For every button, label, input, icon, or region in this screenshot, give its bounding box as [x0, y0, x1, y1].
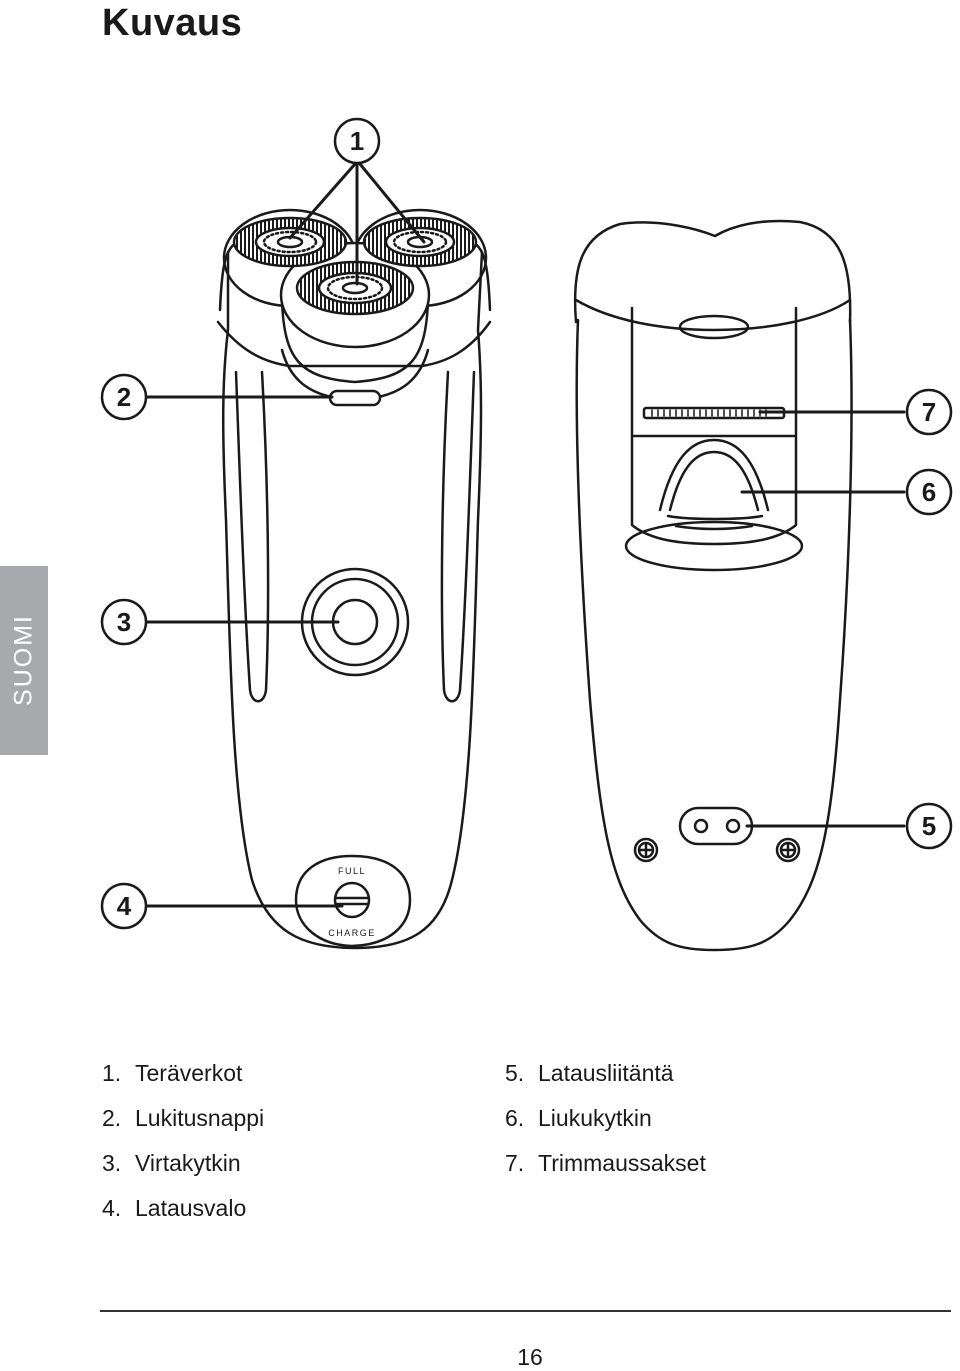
callout-2: 2: [117, 382, 131, 412]
callout-5: 5: [922, 811, 936, 841]
legend-right: 5.Latausliitäntä 6.Liukukytkin 7.Trimmau…: [505, 1051, 706, 1186]
page-number: 16: [517, 1344, 543, 1370]
shaver-front-view: [216, 208, 492, 950]
legend-item: 5.Latausliitäntä: [505, 1060, 674, 1086]
cutter-head-left: [232, 216, 348, 268]
cutter-head-center: [295, 260, 415, 316]
shaver-back-view: [573, 219, 853, 952]
legend-item: 6.Liukukytkin: [505, 1105, 652, 1131]
legend-item: 1.Teräverkot: [102, 1060, 243, 1086]
legend-item: 7.Trimmaussakset: [505, 1150, 706, 1176]
page-title: Kuvaus: [102, 2, 243, 44]
charge-indicator: [294, 854, 412, 948]
legend-left: 1.Teräverkot 2.Lukitusnappi 3.Virtakytki…: [102, 1051, 264, 1231]
shaver-diagram: 1 2 3 4 5 6 7 FULL CHARGE: [100, 117, 953, 952]
charging-socket: [678, 806, 754, 846]
language-tab: SUOMI: [0, 566, 48, 755]
cutter-head-right: [362, 216, 478, 268]
screw-left: [633, 837, 659, 863]
slide-switch: [658, 438, 770, 531]
legend-item: 3.Virtakytkin: [102, 1150, 241, 1176]
leader-lines: [144, 162, 906, 908]
callout-3: 3: [117, 607, 131, 637]
legend-item: 2.Lukitusnappi: [102, 1105, 265, 1131]
callout-7: 7: [922, 397, 936, 427]
legend-item: 4.Latausvalo: [102, 1195, 247, 1221]
indicator-full-label: FULL: [338, 866, 366, 876]
lock-button: [328, 389, 382, 407]
indicator-charge-label: CHARGE: [328, 928, 376, 938]
screw-right: [775, 837, 801, 863]
footer-divider: [100, 1310, 951, 1312]
callout-circles: [100, 117, 953, 930]
callout-6: 6: [922, 477, 936, 507]
callout-4: 4: [117, 891, 132, 921]
callout-1: 1: [350, 126, 364, 156]
